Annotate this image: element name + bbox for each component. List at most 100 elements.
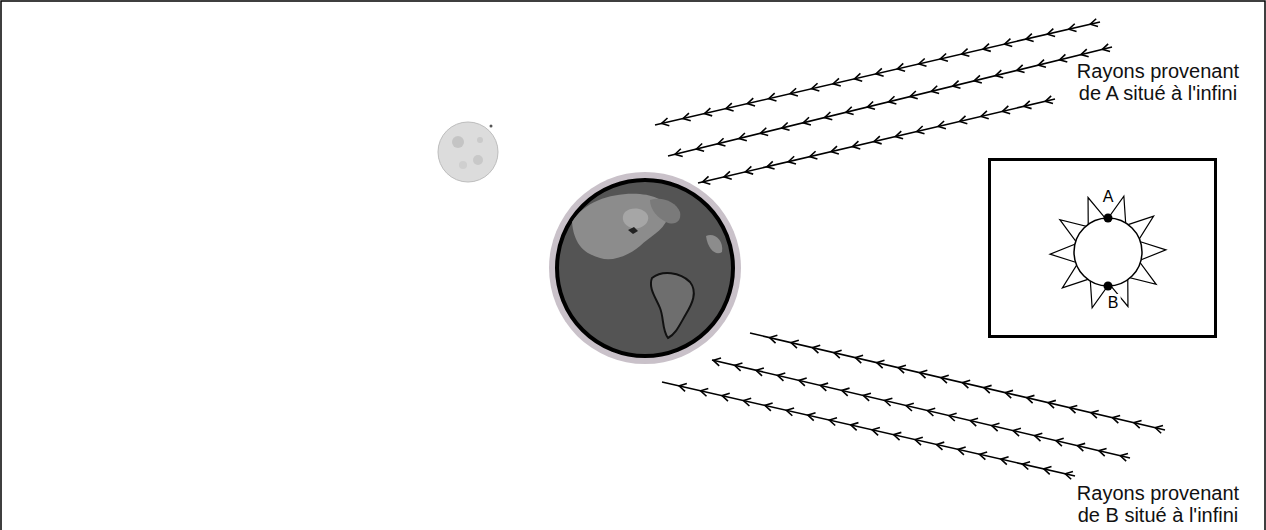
arrowhead xyxy=(1027,395,1035,403)
sun xyxy=(1050,196,1166,308)
point-b xyxy=(1104,282,1113,291)
arrowhead xyxy=(703,176,711,184)
arrowhead xyxy=(683,113,691,121)
arrowhead xyxy=(675,149,683,157)
arrowhead xyxy=(981,111,989,119)
earth xyxy=(549,172,741,364)
arrowhead xyxy=(739,133,747,141)
arrowhead xyxy=(696,143,704,151)
arrowhead xyxy=(1120,453,1128,461)
arrowhead xyxy=(970,418,978,426)
arrowhead xyxy=(769,93,777,101)
arrowhead xyxy=(1060,54,1068,62)
arrowhead xyxy=(1045,96,1053,104)
arrowhead xyxy=(958,447,966,455)
arrowhead xyxy=(791,340,799,348)
inset-box: AB xyxy=(988,158,1217,338)
arrowhead xyxy=(756,368,764,376)
arrowhead xyxy=(1091,410,1099,418)
arrowhead xyxy=(1001,457,1009,465)
arrowhead xyxy=(974,75,982,83)
arrowhead xyxy=(894,432,902,440)
arrowhead xyxy=(937,442,945,450)
arrowhead xyxy=(726,103,734,111)
arrowhead xyxy=(842,388,850,396)
arrowhead xyxy=(863,393,871,401)
ray-line xyxy=(668,47,1112,156)
arrowhead xyxy=(949,413,957,421)
arrowhead xyxy=(889,96,897,104)
arrowhead xyxy=(1002,106,1010,114)
arrowhead xyxy=(846,107,854,115)
ray-line xyxy=(712,360,1130,458)
arrowhead xyxy=(747,98,755,106)
ray-line xyxy=(655,22,1100,125)
arrowhead xyxy=(897,63,905,71)
arrowhead xyxy=(831,146,839,154)
arrowhead xyxy=(915,437,923,445)
arrowhead xyxy=(962,49,970,57)
point-a xyxy=(1104,214,1113,223)
arrowhead xyxy=(1112,415,1120,423)
arrowhead xyxy=(1048,400,1056,408)
arrowhead xyxy=(885,398,893,406)
arrowhead xyxy=(778,373,786,381)
arrowhead xyxy=(979,452,987,460)
arrowhead xyxy=(718,138,726,146)
arrowhead xyxy=(876,68,884,76)
arrowhead xyxy=(1005,390,1013,398)
arrowhead xyxy=(735,363,743,371)
arrowhead xyxy=(1081,49,1089,57)
arrowhead xyxy=(983,44,991,52)
arrowhead xyxy=(1155,425,1163,433)
arrowhead xyxy=(722,393,730,401)
moon xyxy=(438,122,498,182)
arrowhead xyxy=(941,375,949,383)
arrowhead xyxy=(743,398,751,406)
arrowhead xyxy=(906,403,914,411)
arrowhead xyxy=(808,413,816,421)
arrowhead xyxy=(1047,29,1055,37)
arrowhead xyxy=(995,70,1003,78)
arrowhead xyxy=(724,171,732,179)
arrowhead xyxy=(803,117,811,125)
arrowhead xyxy=(919,58,927,66)
arrowhead xyxy=(820,383,828,391)
arrowhead xyxy=(1017,65,1025,73)
ray-line xyxy=(698,99,1055,183)
arrowhead xyxy=(910,91,918,99)
arrowhead xyxy=(1022,462,1030,470)
arrowhead xyxy=(1070,405,1078,413)
arrowhead xyxy=(927,408,935,416)
arrowhead xyxy=(854,73,862,81)
arrowhead xyxy=(867,102,875,110)
arrowhead xyxy=(701,388,709,396)
point-label: A xyxy=(1101,188,1116,206)
arrowhead xyxy=(960,116,968,124)
arrowhead xyxy=(1102,44,1110,52)
arrowhead xyxy=(920,370,928,378)
arrowhead xyxy=(1005,39,1013,47)
arrowhead xyxy=(1056,438,1064,446)
arrowhead xyxy=(1099,448,1107,456)
arrowhead xyxy=(855,355,863,363)
arrowhead xyxy=(874,136,882,144)
arrowhead xyxy=(992,423,1000,431)
arrowhead xyxy=(851,423,859,431)
arrowhead xyxy=(788,156,796,164)
arrowhead xyxy=(1065,471,1073,479)
arrowhead xyxy=(834,350,842,358)
arrowhead xyxy=(984,385,992,393)
arrowhead xyxy=(962,380,970,388)
arrowhead xyxy=(872,427,880,435)
arrowhead xyxy=(833,78,841,86)
arrowhead xyxy=(877,360,885,368)
arrowhead xyxy=(1026,34,1034,42)
arrowhead xyxy=(931,86,939,94)
arrowhead xyxy=(1069,24,1077,32)
arrowhead xyxy=(812,83,820,91)
arrowhead xyxy=(745,166,753,174)
arrowhead xyxy=(1038,60,1046,68)
